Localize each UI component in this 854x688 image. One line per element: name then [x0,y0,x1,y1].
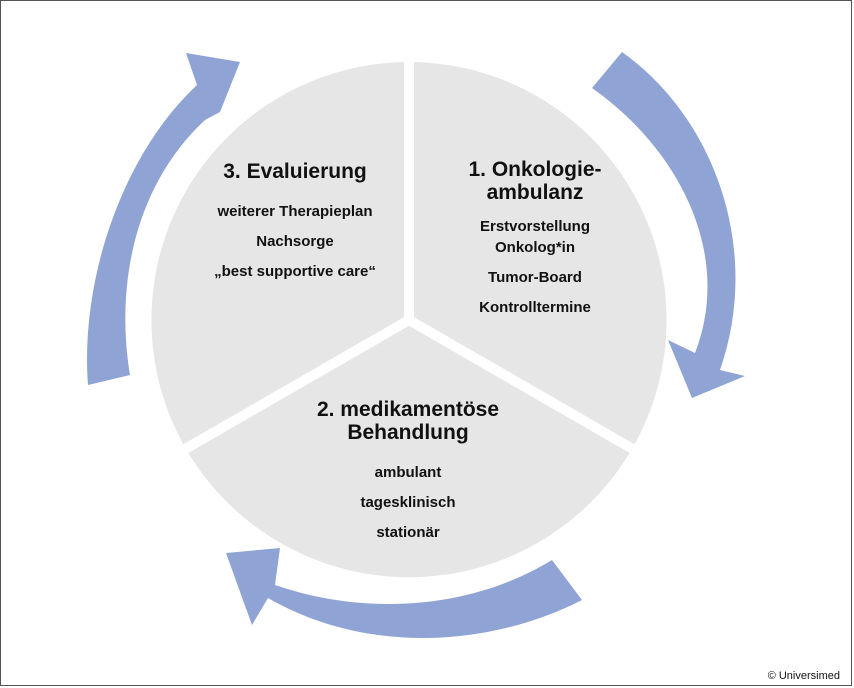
segment-behandlung-item: stationär [376,524,440,541]
arrow-right-icon [592,52,745,398]
segment-evaluierung-label: 3. Evaluierung weiterer Therapieplan Nac… [195,160,395,284]
segment-onkologie-item: Kontrolltermine [479,299,591,316]
segment-behandlung-title: 2. medikamentöse Behandlung [316,398,500,444]
segment-onkologie-title: 1. Onkologie- ambulanz [468,158,602,204]
segment-circle [151,56,667,578]
arrow-left-icon [87,53,240,385]
segment-evaluierung-title: 3. Evaluierung [223,160,367,183]
segment-onkologie-item: Tumor-Board [488,269,582,286]
divider-left [177,315,412,457]
segment-behandlung-item: tagesklinisch [360,494,456,511]
segment-behandlung-item: ambulant [374,464,442,481]
segment-onkologie-item: Onkolog*in [495,239,575,256]
divider-right [406,315,641,457]
segment-behandlung [186,320,632,578]
segment-behandlung-label: 2. medikamentöse Behandlung ambulant tag… [288,398,528,545]
arrow-bottom-icon [226,548,582,639]
segment-evaluierung-item: „best supportive care“ [214,263,376,280]
copyright-notice: © Universimed [767,670,840,682]
segment-evaluierung-item: weiterer Therapieplan [217,203,373,220]
segment-onkologie-item: Erstvorstellung [479,218,591,235]
segment-onkologie-label: 1. Onkologie- ambulanz Erstvorstellung O… [440,158,630,320]
cycle-arrows [87,52,745,639]
segment-evaluierung-item: Nachsorge [256,233,334,250]
